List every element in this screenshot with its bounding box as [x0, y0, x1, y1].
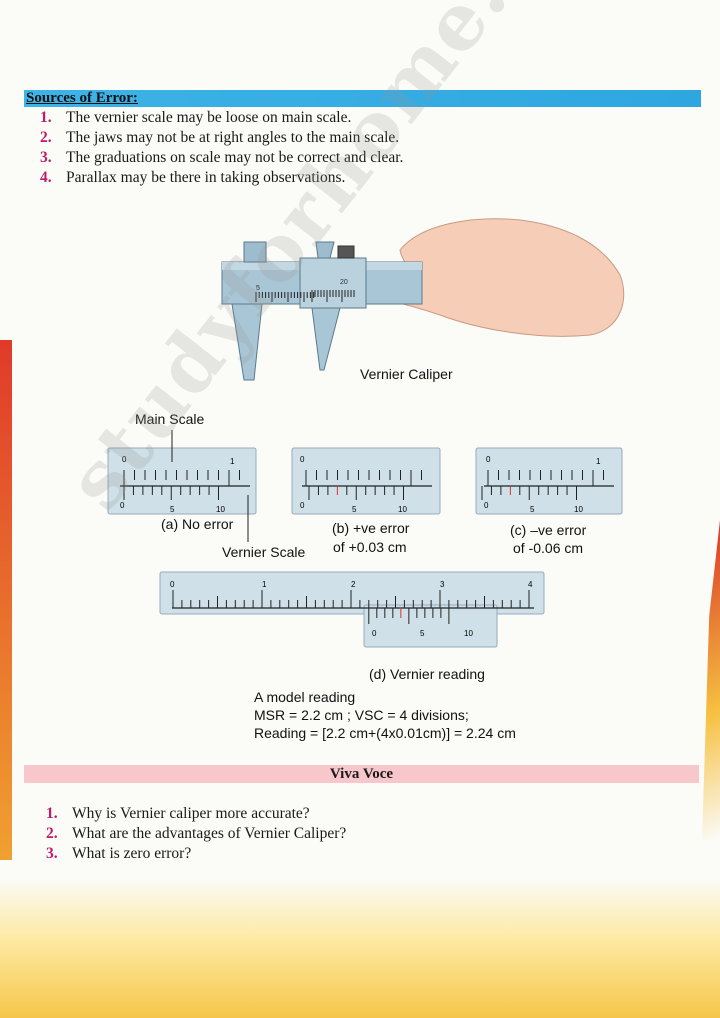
- caliper-scale-number: 20: [340, 279, 348, 286]
- left-edge-decoration: [0, 340, 12, 860]
- tick-label: 10: [398, 505, 407, 514]
- vernier-scale-label: Vernier Scale: [222, 544, 306, 560]
- caption-b-line2: of +0.03 cm: [333, 539, 407, 555]
- tick-label: 0: [484, 501, 489, 510]
- caption-c-line2: of -0.06 cm: [513, 540, 584, 556]
- caption-c-line1: (c) –ve error: [510, 522, 587, 538]
- tick-label: 5: [352, 505, 357, 514]
- tick-label: 0: [300, 501, 305, 510]
- caption-a: (a) No error: [161, 516, 234, 532]
- panel-b-positive-error: 0 0 5 10: [291, 447, 441, 515]
- model-reading-line2: MSR = 2.2 cm ; VSC = 4 divisions;: [254, 707, 469, 723]
- model-reading-line1: A model reading: [254, 689, 356, 705]
- vernier-caliper-label: Vernier Caliper: [360, 366, 453, 382]
- list-item: 4.Parallax may be there in taking observ…: [40, 169, 346, 186]
- tick-label: 2: [351, 580, 356, 589]
- tick-label: 0: [486, 455, 491, 464]
- tick-label: 10: [216, 505, 225, 514]
- tick-label: 10: [464, 629, 473, 638]
- sources-of-error-title: Sources of Error:: [26, 90, 138, 106]
- list-item: 3.What is zero error?: [46, 845, 192, 862]
- caption-b-line1: (b) +ve error: [332, 520, 410, 536]
- list-item: 2.The jaws may not be at right angles to…: [40, 129, 400, 146]
- tick-label: 0: [170, 580, 175, 589]
- tick-label: 3: [440, 580, 445, 589]
- viva-voce-list: 1.Why is Vernier caliper more accurate? …: [46, 804, 346, 864]
- caption-d: (d) Vernier reading: [369, 666, 485, 682]
- tick-label: 5: [530, 505, 535, 514]
- caliper-scale-number: 5: [256, 285, 260, 292]
- list-item: 3.The graduations on scale may not be co…: [40, 149, 404, 166]
- list-item: 1.The vernier scale may be loose on main…: [40, 109, 352, 126]
- sources-of-error-header: Sources of Error:: [24, 90, 701, 107]
- tick-label: 5: [170, 505, 175, 514]
- list-item: 2.What are the advantages of Vernier Cal…: [46, 825, 347, 842]
- sources-of-error-list: 1.The vernier scale may be loose on main…: [40, 108, 680, 188]
- tick-label: 1: [230, 457, 235, 466]
- tick-label: 0: [120, 501, 125, 510]
- tick-label: 4: [528, 580, 533, 589]
- viva-voce-header: Viva Voce: [24, 765, 699, 783]
- tick-label: 1: [596, 457, 601, 466]
- vernier-caliper-illustration: 5 20: [221, 218, 625, 381]
- panel-d-vernier-reading: 0 1 2 3 4 0 5 10: [159, 571, 545, 648]
- panel-a-no-error: 0 1 0 5 10: [107, 447, 257, 515]
- bottom-gradient-band: [0, 878, 720, 1018]
- viva-voce-title: Viva Voce: [329, 766, 394, 782]
- tick-label: 0: [372, 629, 377, 638]
- list-item: 1.Why is Vernier caliper more accurate?: [46, 805, 310, 822]
- model-reading-line3: Reading = [2.2 cm+(4x0.01cm)] = 2.24 cm: [254, 725, 516, 741]
- tick-label: 0: [300, 455, 305, 464]
- tick-label: 1: [262, 580, 267, 589]
- tick-label: 0: [122, 455, 127, 464]
- tick-label: 5: [420, 629, 425, 638]
- panel-c-negative-error: 0 1 0 5 10: [475, 447, 623, 515]
- tick-label: 10: [574, 505, 583, 514]
- main-scale-label: Main Scale: [135, 411, 205, 427]
